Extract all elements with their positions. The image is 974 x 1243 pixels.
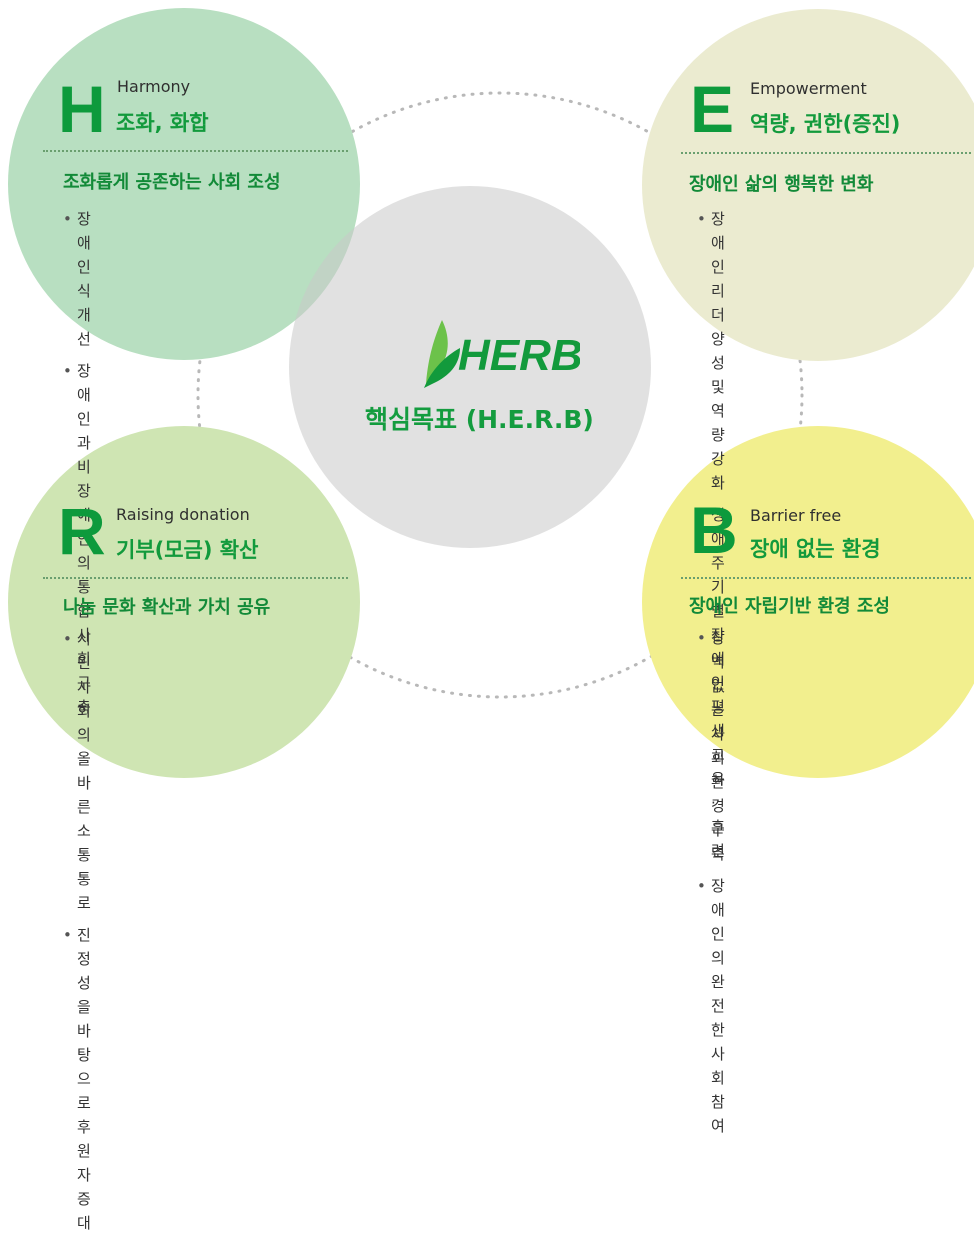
barrier-free-letter: B [690, 493, 738, 567]
harmony-bullet: 장애인식 개선 [63, 207, 91, 351]
harmony-divider [43, 150, 348, 152]
center-circle [289, 186, 651, 548]
raising-donation-letter: R [58, 494, 106, 568]
barrier-free-divider [681, 577, 971, 579]
harmony-subtitle: 조화롭게 공존하는 사회 조성 [63, 172, 281, 193]
barrier-free-english: Barrier free [750, 506, 842, 525]
dotted-ring [196, 91, 804, 699]
barrier-free-bullet: 장애인의 완전한 사회 참여 [697, 874, 725, 1138]
barrier-free-subtitle: 장애인 자립기반 환경 조성 [689, 596, 890, 617]
center-title: 핵심목표 (H.E.R.B) [365, 405, 594, 434]
harmony-korean: 조화, 화합 [116, 111, 209, 135]
herb-logo: HERB [420, 318, 583, 388]
empowerment-bullet: 장애인 리더 양성 및역량 강화 [697, 207, 725, 495]
harmony-english: Harmony [117, 77, 191, 96]
empowerment-english: Empowerment [750, 79, 867, 98]
empowerment-korean: 역량, 권한(증진) [750, 112, 901, 136]
raising-donation-divider [43, 577, 348, 579]
raising-donation-english: Raising donation [116, 505, 250, 524]
empowerment-subtitle: 장애인 삶의 행복한 변화 [689, 174, 874, 195]
barrier-free-korean: 장애 없는 환경 [750, 537, 881, 561]
herb-diagram: H Harmony 조화, 화합 조화롭게 공존하는 사회 조성 장애인식 개선… [0, 0, 974, 775]
barrier-free-bullet: 장벽 없는 사회 환경 구축 [697, 626, 725, 866]
empowerment-divider [681, 152, 971, 154]
raising-donation-subtitle: 나눔 문화 확산과 가치 공유 [63, 597, 271, 618]
raising-donation-korean: 기부(모금) 확산 [116, 538, 259, 562]
leaf-icon: HERB [424, 320, 583, 388]
empowerment-letter: E [690, 72, 735, 146]
logo-text: HERB [458, 331, 580, 380]
harmony-letter: H [58, 72, 106, 146]
barrier-free-bullets: 장벽 없는 사회 환경 구축 장애인의 완전한 사회 참여 [697, 626, 725, 1146]
